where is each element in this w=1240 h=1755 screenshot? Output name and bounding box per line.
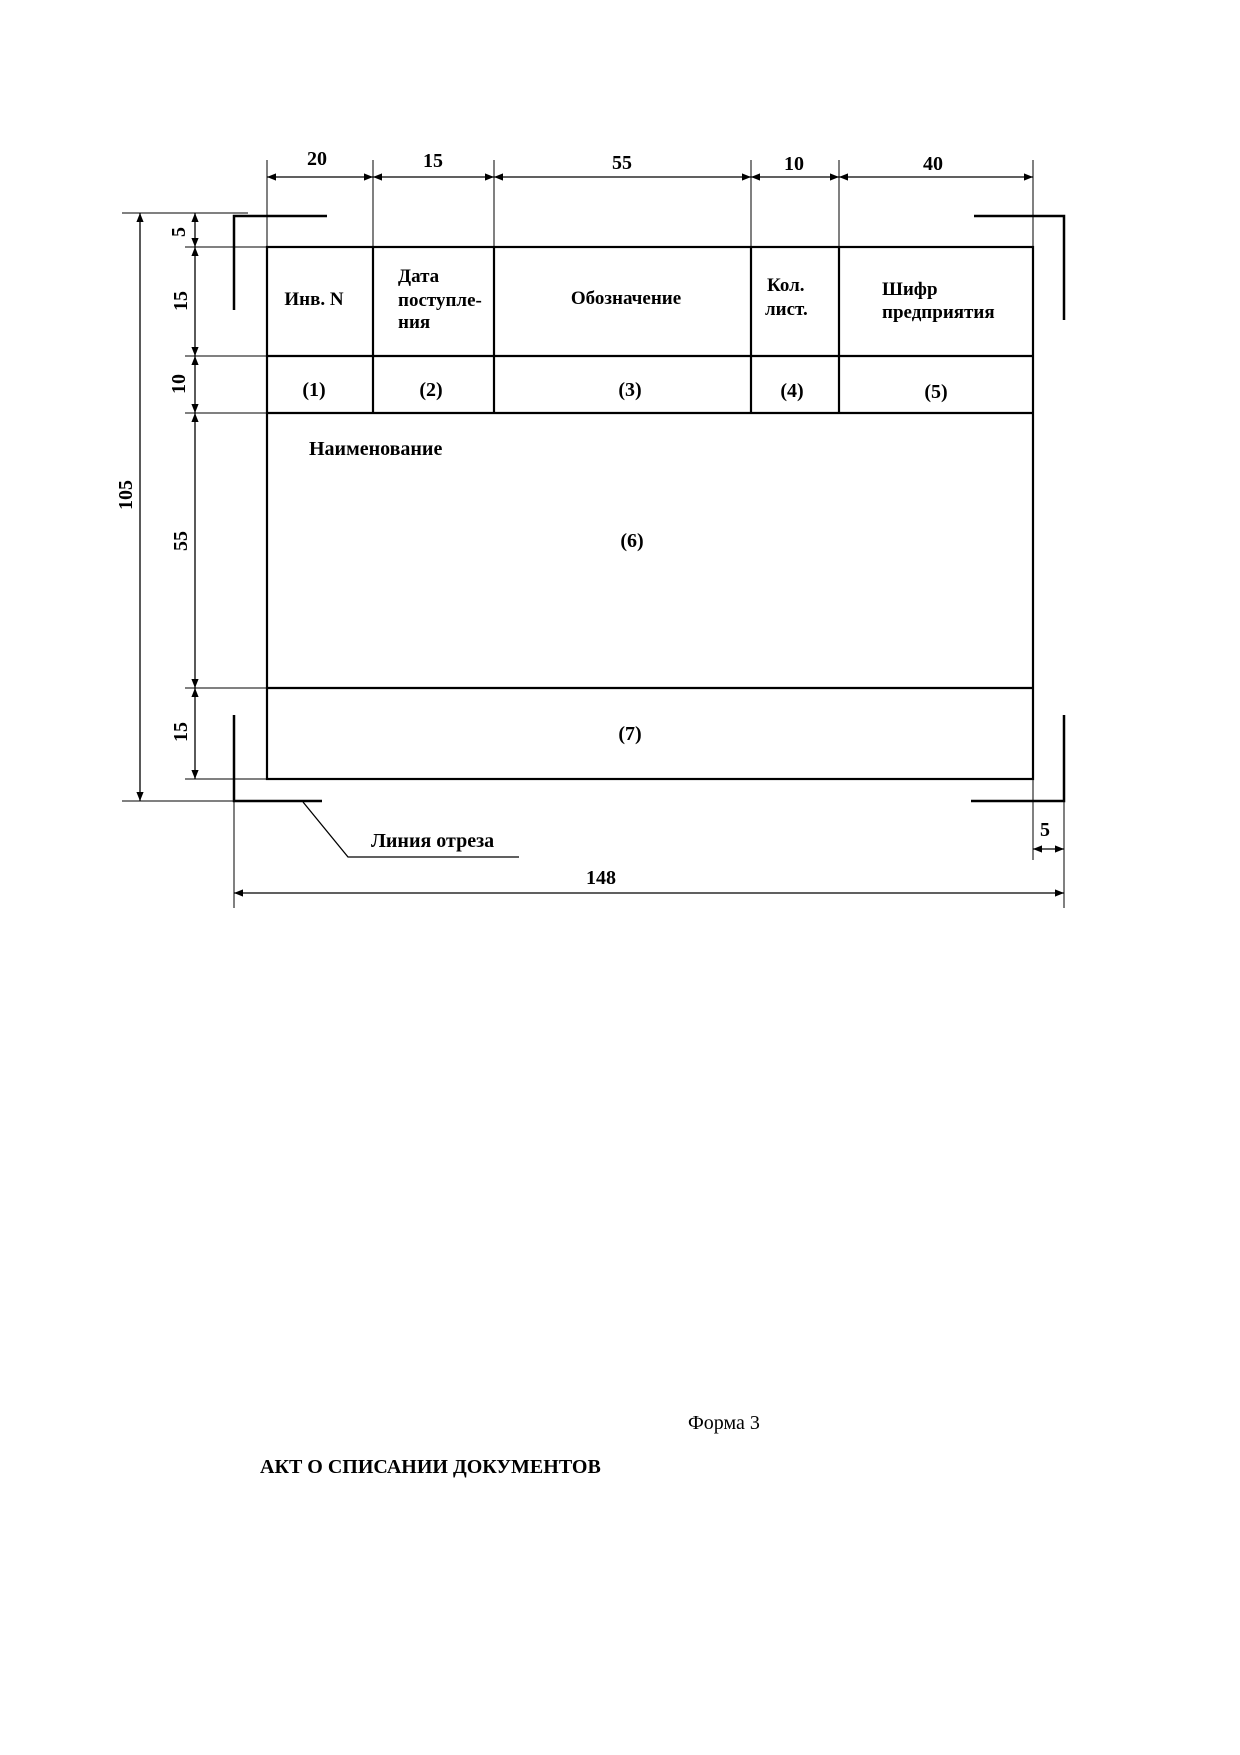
header-receipt-date-line-1: Дата xyxy=(398,266,440,287)
extension-lines xyxy=(122,160,1065,908)
header-enterprise-code: Шифр предприятия xyxy=(882,279,995,323)
header-sheet-count: Кол. лист. xyxy=(765,275,809,320)
name-field-label: Наименование xyxy=(309,438,442,460)
dim-label-top-2: 15 xyxy=(423,150,443,172)
field-number-5: (5) xyxy=(924,381,947,403)
card-border xyxy=(265,245,1035,781)
dim-label-total-height: 105 xyxy=(115,480,137,510)
dim-label-top-5: 40 xyxy=(923,153,943,175)
act-title: АКТ О СПИСАНИИ ДОКУМЕНТОВ xyxy=(260,1456,601,1478)
form-label: Форма 3 xyxy=(688,1412,760,1434)
header-inv-number: Инв. N xyxy=(284,289,343,310)
cut-line-label: Линия отреза xyxy=(371,830,494,852)
header-receipt-date: Дата поступле- ния xyxy=(398,266,487,333)
dimension-lines xyxy=(136,173,1064,897)
header-sheet-count-line-1: Кол. xyxy=(767,275,805,296)
dim-label-top-4: 10 xyxy=(784,153,804,175)
dim-label-left-4: 55 xyxy=(170,531,192,551)
dim-label-top-3: 55 xyxy=(612,152,632,174)
dim-label-right-margin: 5 xyxy=(1040,819,1050,841)
dim-label-left-5: 15 xyxy=(170,722,192,742)
dim-label-top-1: 20 xyxy=(307,148,327,170)
header-designation: Обозначение xyxy=(571,288,681,309)
dim-label-total-width: 148 xyxy=(586,867,616,889)
field-number-4: (4) xyxy=(780,380,803,402)
cut-mark-top-right xyxy=(974,214,1066,320)
field-number-3: (3) xyxy=(618,379,641,401)
header-sheet-count-line-2: лист. xyxy=(765,299,808,320)
dim-label-left-2: 15 xyxy=(170,291,192,311)
field-number-7: (7) xyxy=(618,723,641,745)
dim-label-left-3: 10 xyxy=(168,374,190,394)
dim-label-left-1: 5 xyxy=(168,227,190,237)
field-number-1: (1) xyxy=(302,379,325,401)
header-enterprise-code-line-2: предприятия xyxy=(882,302,995,323)
cut-mark-top-left xyxy=(232,214,327,310)
cut-mark-bottom-right xyxy=(971,715,1066,803)
card-table xyxy=(265,245,1035,781)
header-receipt-date-line-2: поступле- xyxy=(398,290,482,311)
header-receipt-date-line-3: ния xyxy=(398,312,430,333)
field-number-6: (6) xyxy=(620,530,643,552)
cut-line-leader xyxy=(302,801,519,858)
cut-mark-bottom-left xyxy=(232,715,322,803)
field-number-2: (2) xyxy=(419,379,442,401)
header-enterprise-code-line-1: Шифр xyxy=(882,279,938,300)
